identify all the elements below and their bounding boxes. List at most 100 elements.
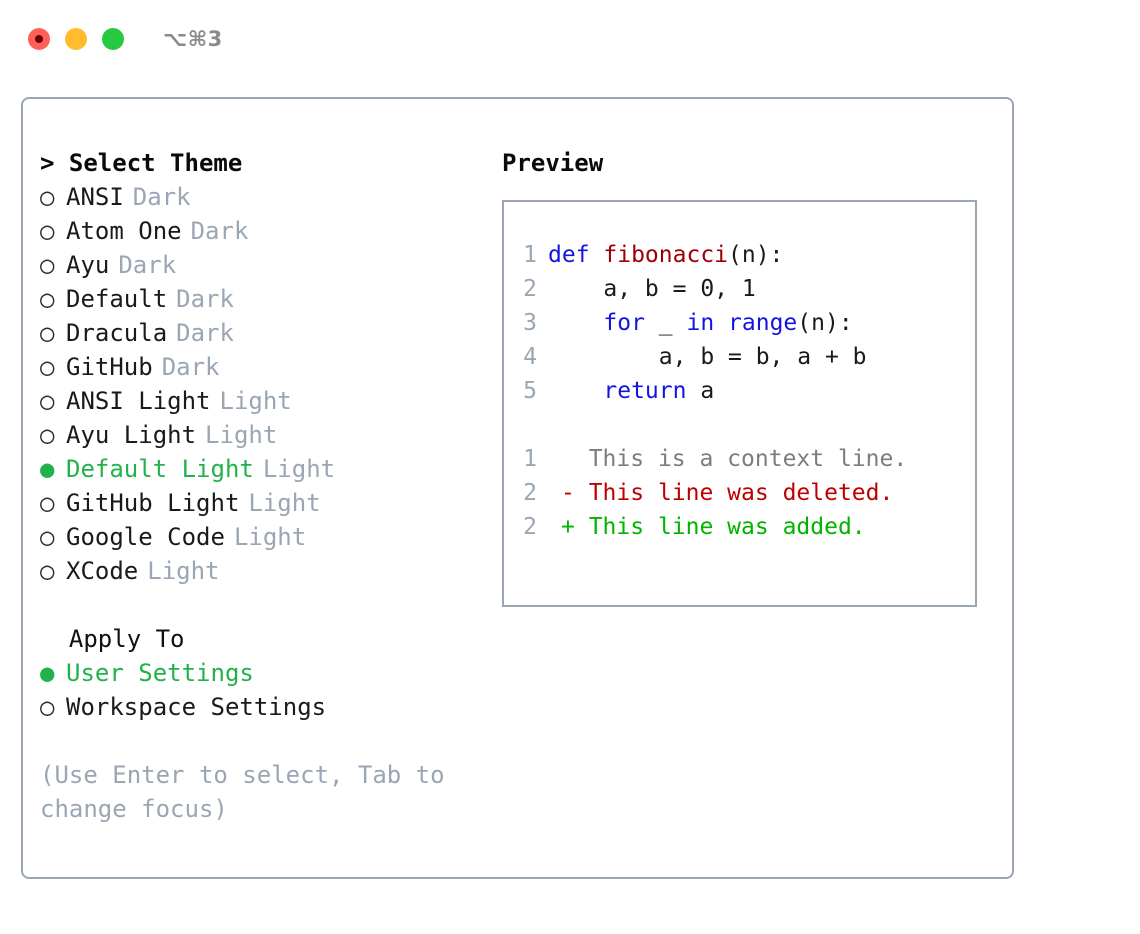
- theme-option-label: Ayu: [66, 251, 110, 279]
- theme-option-label: XCode: [66, 557, 139, 585]
- theme-option-tag: Light: [219, 387, 292, 415]
- radio-unselected-icon: ○: [40, 183, 55, 211]
- radio-unselected-icon: ○: [40, 523, 55, 551]
- apply-to-option-label: Workspace Settings: [66, 693, 327, 721]
- apply-to-option-workspace-settings[interactable]: ○ Workspace Settings: [40, 690, 470, 724]
- diff-marker: [548, 442, 575, 476]
- code-token-plain: [714, 310, 728, 336]
- theme-option-tag: Dark: [161, 353, 220, 381]
- apply-to-group: Apply To ●User Settings ○ Workspace Settin…: [40, 622, 470, 724]
- diff-line-number: 1: [523, 446, 537, 472]
- code-token-kw: for: [603, 310, 645, 336]
- window-controls: [28, 28, 124, 50]
- code-token-fn: fibonacci: [603, 242, 729, 268]
- code-token-plain: a: [686, 378, 715, 404]
- apply-to-header: Apply To: [40, 625, 185, 653]
- code-line-content: return a: [548, 374, 714, 408]
- radio-selected-icon: ●: [40, 455, 55, 483]
- radio-unselected-icon: ○: [40, 217, 55, 245]
- diff-line-text: This is a context line.: [574, 446, 908, 472]
- list-spacer: [40, 588, 470, 622]
- code-token-plain: [548, 310, 603, 336]
- theme-option-ayu-light[interactable]: ○ Ayu Light Light: [40, 418, 470, 452]
- radio-unselected-icon: ○: [40, 285, 55, 313]
- code-token-kw: def: [548, 242, 604, 268]
- maximize-button[interactable]: [102, 28, 124, 50]
- code-line: 3 for _ in range(n):: [504, 306, 975, 340]
- theme-option-github[interactable]: ○ GitHub Dark: [40, 350, 470, 384]
- preview-title: Preview: [502, 149, 604, 177]
- code-line-content: a, b = b, a + b: [548, 340, 867, 374]
- preview-gap: [504, 408, 975, 442]
- theme-option-github-light[interactable]: ○ GitHub Light Light: [40, 486, 470, 520]
- diff-marker: -: [561, 480, 575, 506]
- radio-unselected-icon: ○: [40, 387, 55, 415]
- theme-option-label: Default: [66, 285, 168, 313]
- radio-unselected-icon: ○: [40, 489, 55, 517]
- diff-line-number: 2: [523, 480, 537, 506]
- code-line-number: 2: [523, 276, 537, 302]
- radio-unselected-icon: ○: [40, 693, 55, 721]
- theme-option-ansi-light[interactable]: ○ ANSI Light Light: [40, 384, 470, 418]
- select-theme-header: > Select Theme: [40, 149, 243, 177]
- code-line-content: for _ in range(n):: [548, 306, 852, 340]
- code-line-content: a, b = 0, 1: [548, 272, 756, 306]
- code-token-plain: [548, 378, 603, 404]
- radio-unselected-icon: ○: [40, 251, 55, 279]
- theme-option-label: Default Light: [66, 455, 254, 483]
- diff-sample: 1 This is a context line. 2- This line wa…: [504, 442, 975, 544]
- code-line-number: 4: [523, 344, 537, 370]
- theme-option-tag: Light: [205, 421, 278, 449]
- shortcut-label: ⌥⌘3: [163, 27, 223, 51]
- apply-to-option-user-settings[interactable]: ●User Settings: [40, 656, 470, 690]
- theme-option-label: ANSI Light: [66, 387, 211, 415]
- radio-unselected-icon: ○: [40, 557, 55, 585]
- code-line: 5 return a: [504, 374, 975, 408]
- theme-option-atom-one[interactable]: ○ Atom One Dark: [40, 214, 470, 248]
- apply-to-list[interactable]: ●User Settings ○ Workspace Settings: [40, 656, 470, 724]
- minimize-button[interactable]: [65, 28, 87, 50]
- theme-option-label: Atom One: [66, 217, 182, 245]
- code-line: 2 a, b = 0, 1: [504, 272, 975, 306]
- theme-option-ayu[interactable]: ○ Ayu Dark: [40, 248, 470, 282]
- theme-option-label: GitHub Light: [66, 489, 240, 517]
- theme-option-tag: Dark: [176, 319, 234, 347]
- code-token-plain: a, b = b, a + b: [548, 344, 867, 370]
- code-line-content: def fibonacci(n):: [548, 238, 783, 272]
- theme-option-label: Google Code: [66, 523, 225, 551]
- theme-option-tag: Light: [233, 523, 307, 551]
- diff-line-number: 2: [523, 514, 537, 540]
- theme-option-label: Dracula: [66, 319, 168, 347]
- theme-option-label: Ayu Light: [66, 421, 197, 449]
- title-bar: ⌥⌘3: [0, 0, 1140, 78]
- theme-option-google-code[interactable]: ○ Google Code Light: [40, 520, 470, 554]
- theme-option-tag: Light: [248, 489, 321, 517]
- code-line-number: 5: [523, 378, 537, 404]
- radio-unselected-icon: ○: [40, 421, 55, 449]
- theme-option-tag: Dark: [190, 217, 249, 245]
- close-button[interactable]: [28, 28, 50, 50]
- diff-marker: +: [561, 514, 575, 540]
- theme-option-label: GitHub: [66, 353, 153, 381]
- radio-selected-icon: ●: [40, 659, 55, 687]
- keyboard-hint: (Use Enter to select, Tab to change focu…: [40, 761, 445, 823]
- code-token-kw: in: [686, 310, 715, 336]
- theme-option-tag: Dark: [132, 183, 191, 211]
- theme-option-tag: Dark: [118, 251, 177, 279]
- diff-line-ctx: 1 This is a context line.: [504, 442, 975, 476]
- diff-line-text: This line was added.: [574, 514, 866, 540]
- radio-unselected-icon: ○: [40, 353, 55, 381]
- code-token-plain: a, b = 0, 1: [548, 276, 756, 302]
- code-token-kw: return: [603, 378, 687, 404]
- code-line-number: 3: [523, 310, 537, 336]
